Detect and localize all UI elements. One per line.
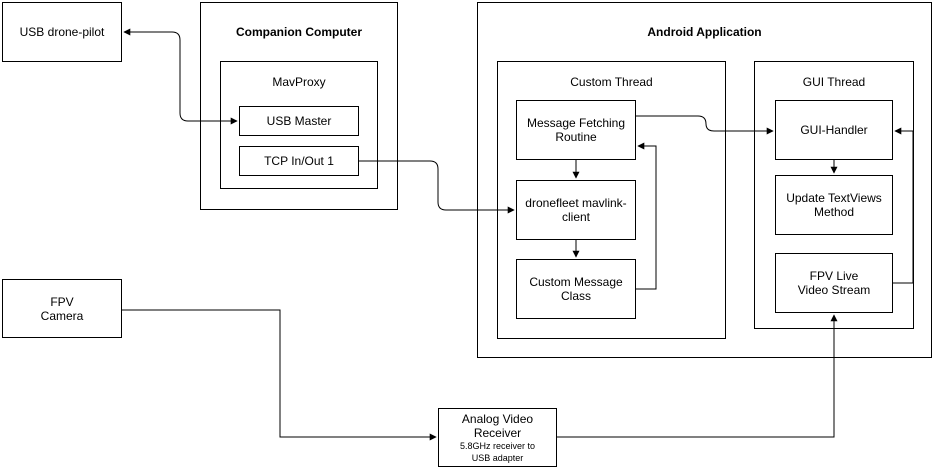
message-fetching-routine-box: Message Fetching Routine bbox=[516, 100, 636, 160]
tcp-in-out-box: TCP In/Out 1 bbox=[239, 146, 359, 176]
fpv-video-stream-label: FPV Live Video Stream bbox=[797, 269, 871, 297]
usb-master-box: USB Master bbox=[239, 106, 359, 136]
mavlink-client-label: dronefleet mavlink- client bbox=[525, 196, 627, 224]
companion-computer-title: Companion Computer bbox=[236, 25, 362, 39]
mavproxy-title: MavProxy bbox=[272, 75, 326, 89]
update-textviews-box: Update TextViews Method bbox=[775, 175, 893, 235]
connector-custom-message-fetching bbox=[636, 142, 657, 290]
fpv-camera-box: FPV Camera bbox=[2, 279, 122, 338]
fpv-camera-label: FPV Camera bbox=[40, 294, 84, 323]
update-textviews-label: Update TextViews Method bbox=[786, 191, 882, 219]
android-application-title: Android Application bbox=[647, 25, 762, 39]
usb-drone-pilot-box: USB drone-pilot bbox=[2, 2, 122, 62]
fpv-video-stream-box: FPV Live Video Stream bbox=[775, 253, 893, 313]
connector-receiver-fpv-stream bbox=[557, 314, 838, 438]
gui-handler-label: GUI-Handler bbox=[800, 123, 868, 137]
analog-video-receiver-subtitle: 5.8GHz receiver to USB adapter bbox=[459, 440, 536, 463]
mavlink-client-box: dronefleet mavlink- client bbox=[516, 180, 636, 240]
custom-message-class-box: Custom Message Class bbox=[516, 259, 636, 319]
connector-fetching-gui-handler bbox=[636, 115, 774, 135]
connector-tcp-mavlink-client bbox=[359, 160, 515, 214]
analog-video-receiver-title: Analog Video Receiver bbox=[461, 411, 534, 440]
gui-handler-box: GUI-Handler bbox=[775, 100, 893, 160]
message-fetching-routine-label: Message Fetching Routine bbox=[526, 116, 626, 144]
usb-master-label: USB Master bbox=[266, 114, 332, 128]
analog-video-receiver-box: Analog Video Receiver 5.8GHz receiver to… bbox=[438, 408, 557, 467]
connector-camera-receiver bbox=[122, 309, 437, 441]
custom-thread-title: Custom Thread bbox=[570, 75, 653, 89]
tcp-in-out-label: TCP In/Out 1 bbox=[264, 154, 334, 168]
usb-drone-pilot-label: USB drone-pilot bbox=[19, 25, 105, 39]
custom-message-class-label: Custom Message Class bbox=[529, 275, 623, 303]
connector-fpv-stream-gui-handler bbox=[893, 127, 914, 284]
gui-thread-title: GUI Thread bbox=[802, 75, 866, 89]
connector-usb-pilot-usb-master bbox=[123, 28, 238, 125]
